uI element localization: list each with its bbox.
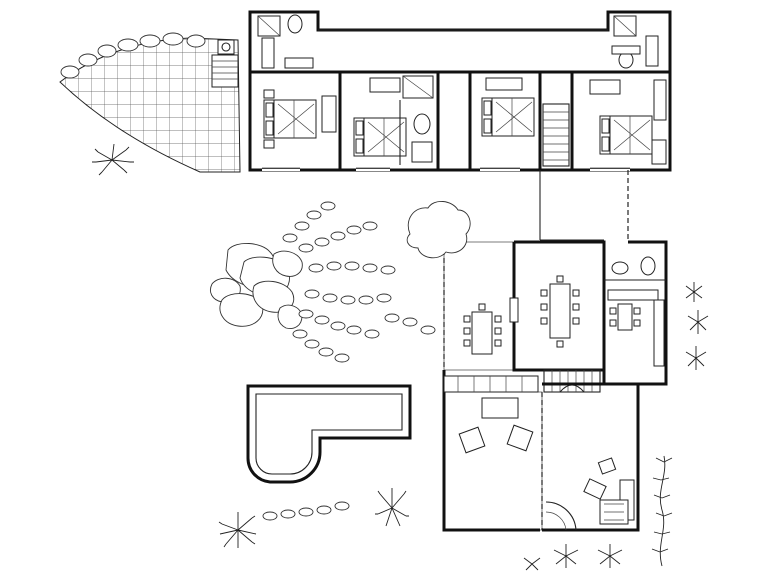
bed-3 <box>481 97 535 137</box>
kitchen-table <box>617 303 633 331</box>
side-table <box>217 39 235 55</box>
staircase-north <box>542 103 570 167</box>
stepping-stone-paths <box>262 201 436 521</box>
garden-patio <box>59 32 241 173</box>
terrace-dining-table <box>471 311 493 355</box>
deck-chair <box>211 54 239 88</box>
patio-stone-border <box>60 32 206 79</box>
wardrobe-1 <box>321 95 337 133</box>
curved-window-seat <box>545 501 577 531</box>
wc-toilet <box>611 261 629 275</box>
toilet-left <box>287 14 303 34</box>
dining-table <box>549 283 571 339</box>
bed-4 <box>599 115 653 155</box>
bathtub-right <box>645 35 659 67</box>
bedroom-wing <box>248 10 672 172</box>
climbing-plant <box>651 455 673 567</box>
side-chair <box>597 457 617 475</box>
toilet-2 <box>413 113 431 135</box>
sink-left <box>284 57 314 69</box>
shrub-3 <box>375 488 409 527</box>
sink-right <box>611 45 641 55</box>
wc-sink <box>640 256 656 276</box>
armchair-right <box>506 424 534 452</box>
swimming-pool <box>246 384 412 484</box>
shrub-8 <box>597 544 623 568</box>
shrub-9 <box>523 557 541 571</box>
bed-2 <box>353 117 407 157</box>
wardrobe-4 <box>653 79 667 121</box>
shrub-4 <box>685 282 703 302</box>
shrub-7 <box>553 544 579 568</box>
coffee-table <box>481 397 519 419</box>
shrub-5 <box>687 310 709 334</box>
living-wing <box>442 239 668 532</box>
desk-2 <box>369 77 401 93</box>
staircase-south <box>543 369 601 393</box>
boulders <box>210 243 303 329</box>
tree-canopy <box>406 201 471 259</box>
shrubs <box>92 143 709 571</box>
sink-2 <box>411 141 433 163</box>
dresser-3 <box>485 77 523 91</box>
armchair-left <box>458 426 486 454</box>
shrub-6 <box>685 346 707 370</box>
shrub-1 <box>92 143 134 176</box>
kitchen-counter <box>607 289 659 301</box>
kitchen-counter-side <box>653 299 665 367</box>
bed-1 <box>263 99 317 139</box>
bench <box>443 375 539 393</box>
shrub-2 <box>218 512 257 548</box>
lounge-chair <box>583 478 607 500</box>
bathtub-left <box>261 37 275 69</box>
